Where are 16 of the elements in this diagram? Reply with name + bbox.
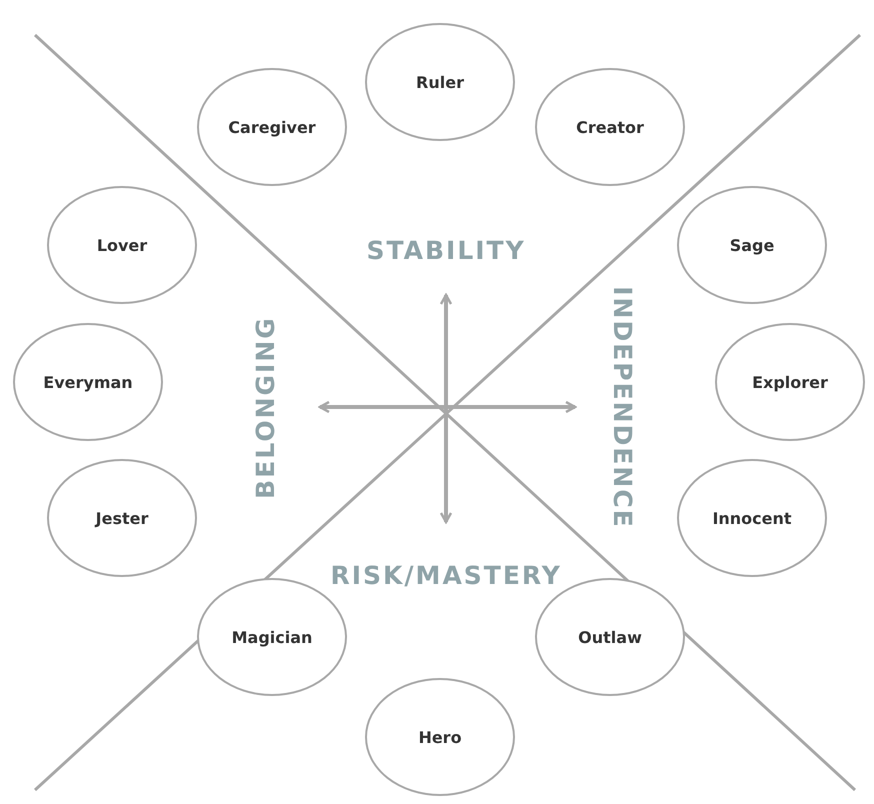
archetype-name: Outlaw (578, 628, 642, 646)
archetype-name: Innocent (712, 508, 792, 528)
archetype-name: Creator (576, 118, 644, 136)
archetype-name: Hero (418, 728, 462, 746)
archetype-name: Jester (96, 508, 148, 528)
axis-label: STABILITY (366, 236, 526, 264)
archetype-name: Explorer (752, 372, 828, 392)
axis-label: INDEPENDENCE (607, 286, 636, 528)
archetype-name: Ruler (416, 72, 464, 92)
archetype-name: Lover (96, 236, 148, 254)
archetype-name: Sage (730, 236, 774, 254)
archetype-name: Magician (232, 628, 312, 646)
axis-label: BELONGING (250, 316, 280, 498)
archetype-name: Caregiver (228, 118, 316, 136)
archetype-name: Everyman (43, 372, 133, 392)
axis-label: RISK/MASTERY (330, 560, 562, 590)
